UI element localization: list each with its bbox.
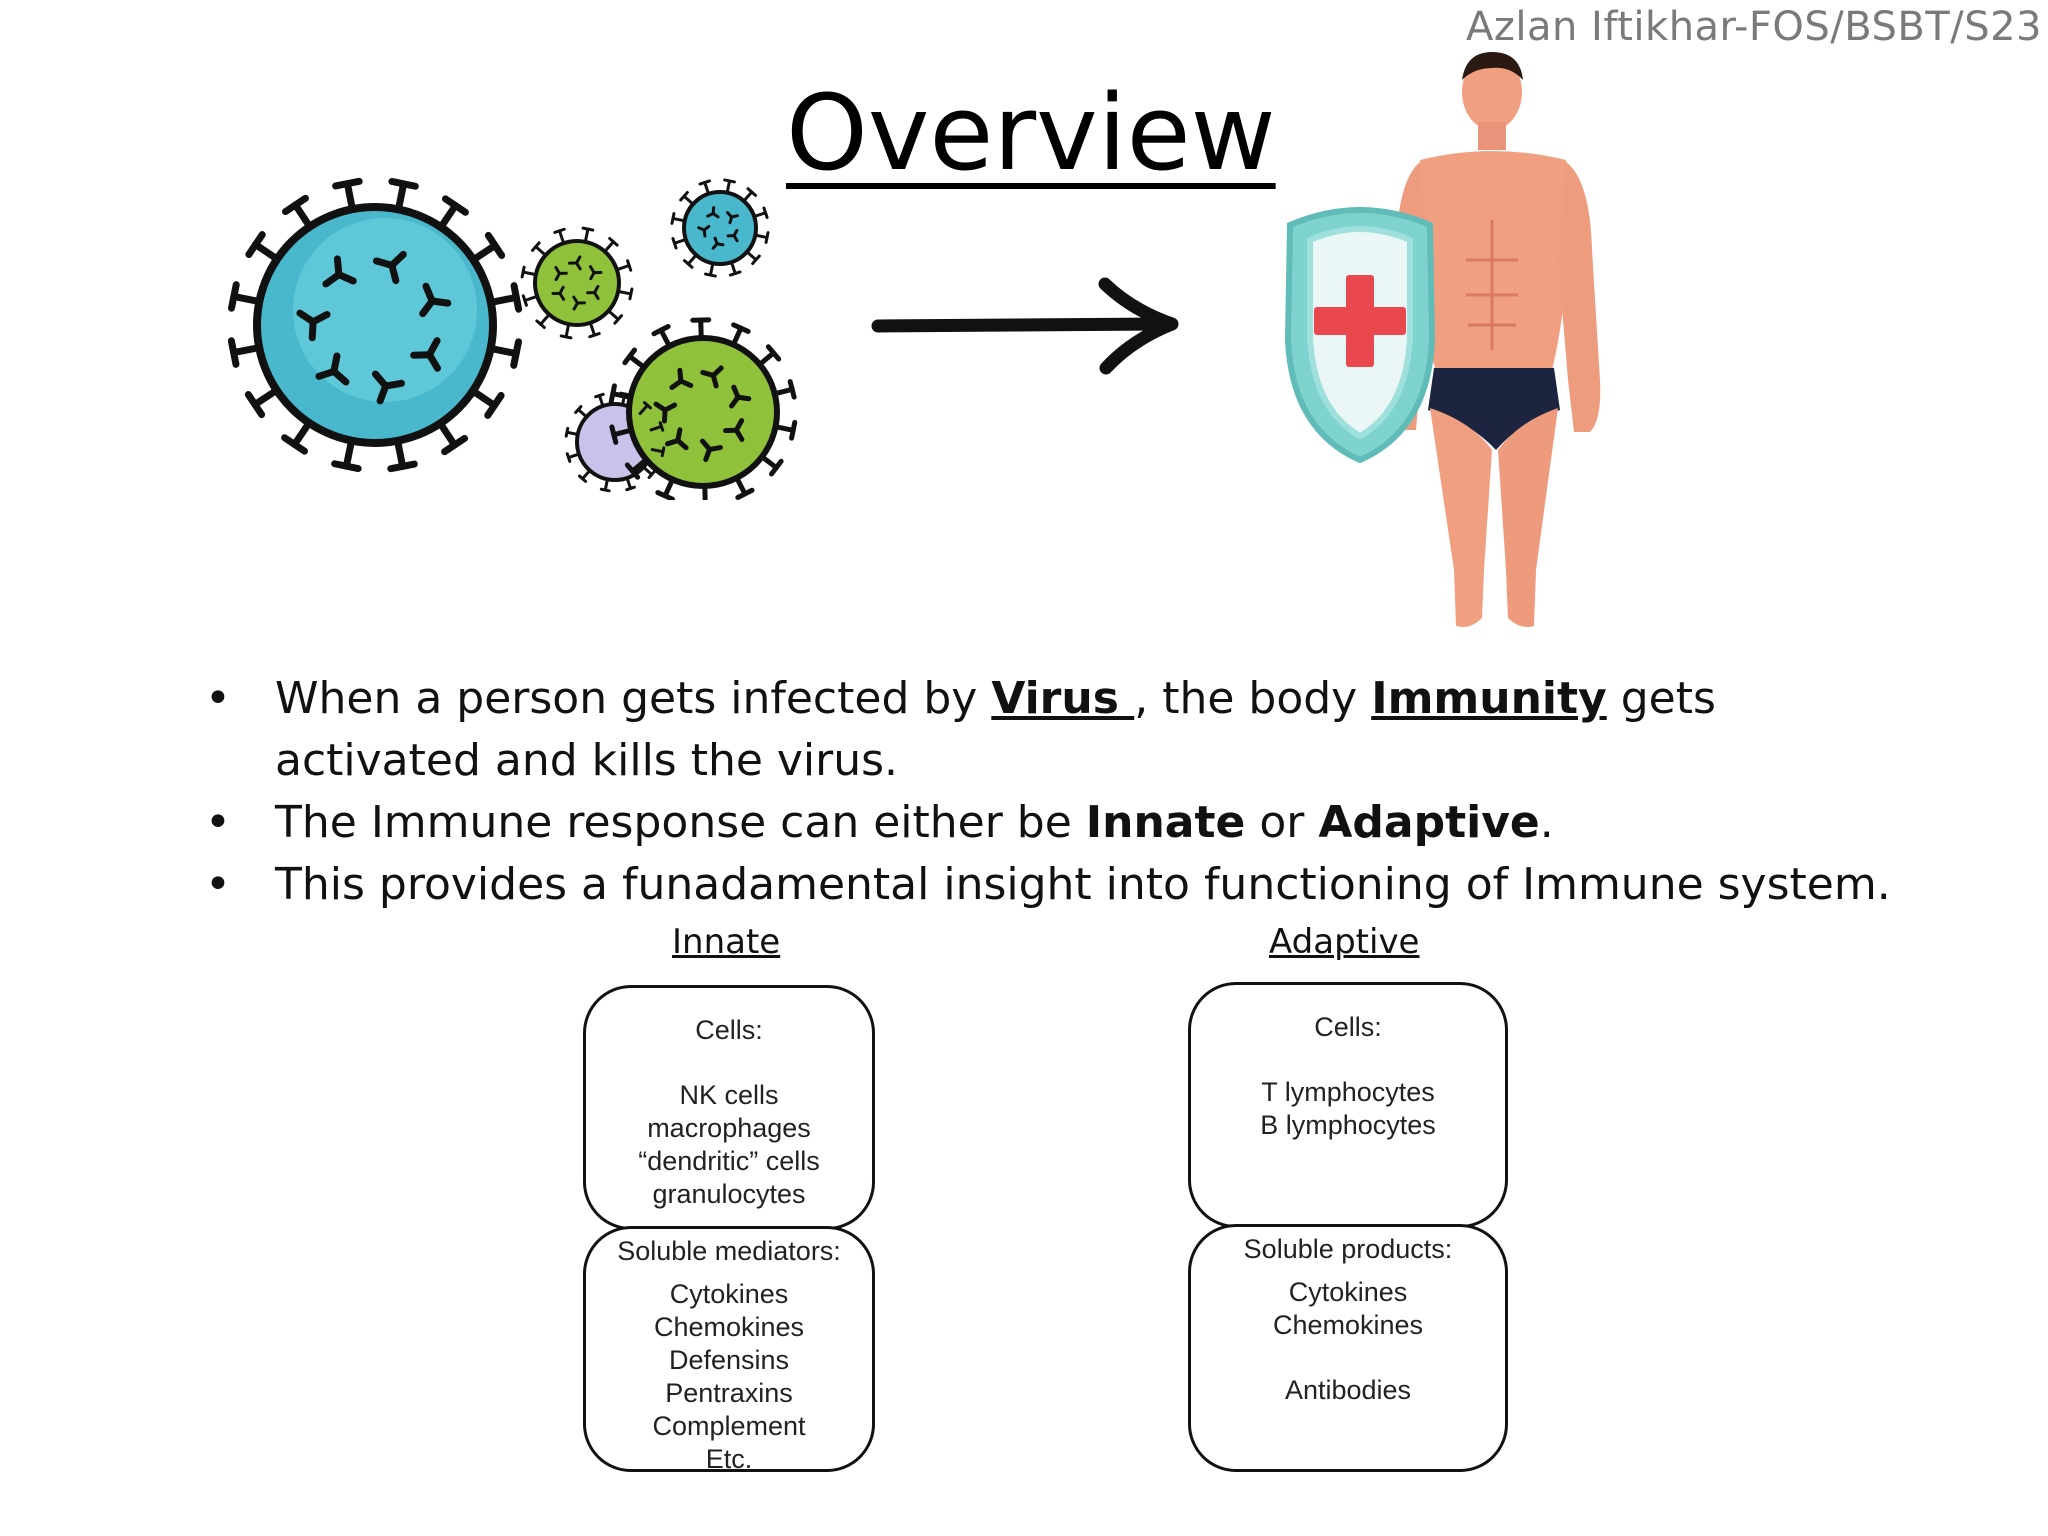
adaptive-products-box: Soluble products: Cytokines Chemokines A… xyxy=(1188,1224,1508,1472)
innate-term: Innate xyxy=(1085,797,1246,848)
list-item: B lymphocytes xyxy=(1260,1110,1436,1140)
bullet-item-3: • This provides a funadamental insight i… xyxy=(205,854,1905,916)
innate-cells-box: Cells: NK cells macrophages “dendritic” … xyxy=(583,985,875,1230)
innate-heading: Innate xyxy=(672,922,781,962)
innate-mediators-title: Soluble mediators: xyxy=(617,1236,841,1266)
arrow-icon xyxy=(871,277,1179,375)
list-item: Chemokines xyxy=(1272,1310,1424,1340)
virus-term: Virus xyxy=(991,673,1135,724)
list-item: granulocytes xyxy=(652,1179,806,1209)
bullet-item-1: • When a person gets infected by Virus ,… xyxy=(205,668,1905,792)
bullet-dot: • xyxy=(205,797,231,848)
large-virus-icon xyxy=(253,203,497,447)
adaptive-cells-box: Cells: T lymphocytes B lymphocytes xyxy=(1188,982,1508,1228)
innate-mediators-box: Soluble mediators: Cytokines Chemokines … xyxy=(583,1226,875,1474)
list-item: Chemokines xyxy=(653,1312,805,1342)
list-item: Cytokines xyxy=(1288,1277,1408,1307)
list-item: Etc. xyxy=(705,1444,753,1474)
virus-illustration xyxy=(227,177,798,500)
list-item: macrophages xyxy=(647,1113,811,1143)
list-item: Defensins xyxy=(668,1345,790,1375)
bullet-dot: • xyxy=(205,673,231,724)
adaptive-products-title: Soluble products: xyxy=(1243,1234,1453,1264)
author-credit: Azlan Iftikhar-FOS/BSBT/S23 xyxy=(1466,4,2042,50)
protected-human-illustration xyxy=(1284,52,1601,627)
bullet-item-2: • The Immune response can either be Inna… xyxy=(205,792,1905,854)
small-green-virus-icon xyxy=(533,239,621,327)
list-item-spacer xyxy=(1191,1342,1505,1374)
bullet-list: • When a person gets infected by Virus ,… xyxy=(205,668,1905,916)
adaptive-heading: Adaptive xyxy=(1269,922,1420,962)
adaptive-cells-title: Cells: xyxy=(1314,1012,1382,1042)
list-item: NK cells xyxy=(679,1080,779,1110)
list-item: T lymphocytes xyxy=(1261,1077,1435,1107)
immunity-term: Immunity xyxy=(1371,673,1607,724)
large-green-virus-icon xyxy=(626,335,780,489)
list-item: Complement xyxy=(652,1411,806,1441)
bullet-dot: • xyxy=(205,859,231,910)
list-item: Antibodies xyxy=(1284,1375,1412,1405)
list-item: Pentraxins xyxy=(665,1378,793,1408)
medical-cross-icon xyxy=(1314,275,1406,367)
list-item: “dendritic” cells xyxy=(638,1146,820,1176)
slide-title: Overview xyxy=(786,72,1276,194)
list-item: Cytokines xyxy=(669,1279,789,1309)
adaptive-term: Adaptive xyxy=(1318,797,1540,848)
innate-cells-title: Cells: xyxy=(695,1015,763,1045)
small-blue-virus-icon xyxy=(682,190,758,266)
